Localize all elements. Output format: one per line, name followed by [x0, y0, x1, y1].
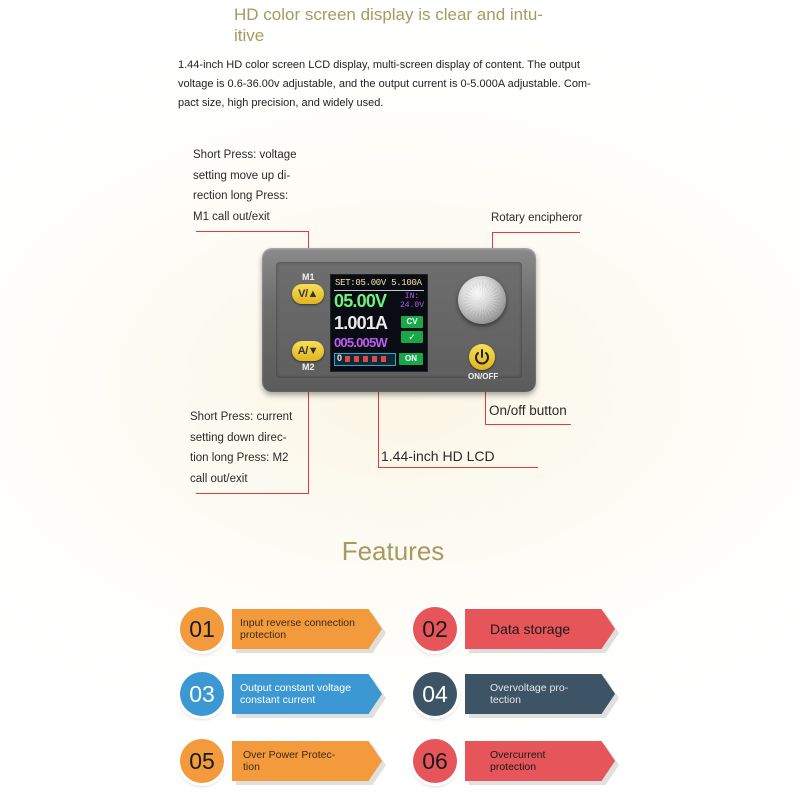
feature-number: 01: [180, 607, 224, 651]
power-supply-module: M1 V/▲ A/▼ M2 SET:05.00V 5.100A 05.00V 1…: [262, 248, 536, 392]
feature-item: Overvoltage pro- tection 04: [413, 672, 631, 718]
callout-line-lcd-h: [378, 467, 538, 468]
callout-line-lcd-v: [378, 367, 379, 468]
m1-button[interactable]: V/▲: [292, 284, 324, 304]
features-title: Features: [341, 536, 445, 566]
feature-banner: Overvoltage pro- tection: [465, 674, 615, 714]
feature-item: Output constant voltage constant current…: [180, 672, 398, 718]
callout-line-m2-h: [196, 493, 309, 494]
feature-number: 02: [413, 607, 457, 651]
lcd-input-value: 24.0V: [399, 301, 424, 310]
callout-lcd: 1.44-inch HD LCD: [381, 448, 495, 464]
onoff-button[interactable]: [469, 344, 495, 370]
lcd-screen: SET:05.00V 5.100A 05.00V 1.001A 005.005W…: [330, 274, 428, 372]
feature-text: Over Power Protec- tion: [243, 749, 336, 773]
section-title: HD color screen display is clear and int…: [234, 5, 543, 45]
feature-banner: Input reverse connection protection: [232, 609, 382, 649]
feature-item: Overcurrent protection 06: [413, 739, 631, 785]
feature-banner: Data storage: [465, 609, 615, 649]
m1-label: M1: [302, 272, 315, 282]
lcd-bar-start: 0: [337, 353, 343, 363]
feature-number: 04: [413, 672, 457, 716]
callout-line-onoff-h: [485, 424, 571, 425]
feature-text: Overvoltage pro- tection: [490, 682, 569, 706]
lcd-set-line: SET:05.00V 5.100A: [335, 278, 422, 288]
lcd-bar-segment: [354, 356, 359, 362]
onoff-label: ON/OFF: [468, 372, 499, 381]
feature-text: Data storage: [490, 621, 571, 637]
callout-m2: Short Press: current setting down direc-…: [190, 411, 293, 485]
feature-text: Output constant voltage constant current: [240, 682, 351, 706]
lcd-level-bar: 0: [334, 353, 396, 366]
feature-text: Input reverse connection protection: [240, 617, 355, 641]
feature-number: 05: [180, 739, 224, 783]
callout-line-rotary-h: [492, 232, 580, 233]
check-icon: ✓: [401, 331, 423, 343]
lcd-input-label: IN:: [404, 292, 420, 301]
lcd-bar-segment: [363, 356, 368, 362]
rotary-encoder-knob[interactable]: [458, 276, 506, 324]
feature-item: Over Power Protec- tion 05: [180, 739, 398, 785]
feature-banner: Output constant voltage constant current: [232, 674, 382, 714]
feature-item: Data storage 02: [413, 607, 631, 653]
callout-onoff: On/off button: [489, 403, 567, 418]
feature-number: 06: [413, 739, 457, 783]
callout-line-m2-v: [308, 372, 309, 494]
feature-number: 03: [180, 672, 224, 716]
lcd-current: 1.001A: [334, 313, 388, 333]
lcd-on-status: ON: [399, 353, 423, 365]
lcd-input: IN: 24.0V: [399, 292, 425, 310]
feature-text: Overcurrent protection: [490, 749, 546, 773]
m2-label: M2: [302, 362, 315, 372]
lcd-divider: [334, 290, 424, 291]
callout-rotary: Rotary encipheror: [491, 212, 583, 224]
callout-line-m1-h: [196, 231, 308, 232]
lcd-mode-badge: CV: [401, 316, 423, 328]
lcd-voltage: 05.00V: [334, 291, 387, 311]
feature-banner: Over Power Protec- tion: [232, 741, 382, 781]
lcd-bar-segment: [345, 356, 350, 362]
feature-banner: Overcurrent protection: [465, 741, 615, 781]
lcd-bar-segment: [381, 356, 386, 362]
lcd-power: 005.005W: [334, 335, 388, 350]
lcd-bar-segment: [372, 356, 377, 362]
m2-button[interactable]: A/▼: [292, 341, 324, 361]
power-icon: [475, 349, 489, 365]
callout-line-onoff-v: [485, 378, 486, 425]
callout-m1: Short Press: voltage setting move up di-…: [193, 149, 297, 223]
intro-paragraph: 1.44-inch HD color screen LCD display, m…: [178, 59, 591, 109]
feature-item: Input reverse connection protection 01: [180, 607, 398, 653]
